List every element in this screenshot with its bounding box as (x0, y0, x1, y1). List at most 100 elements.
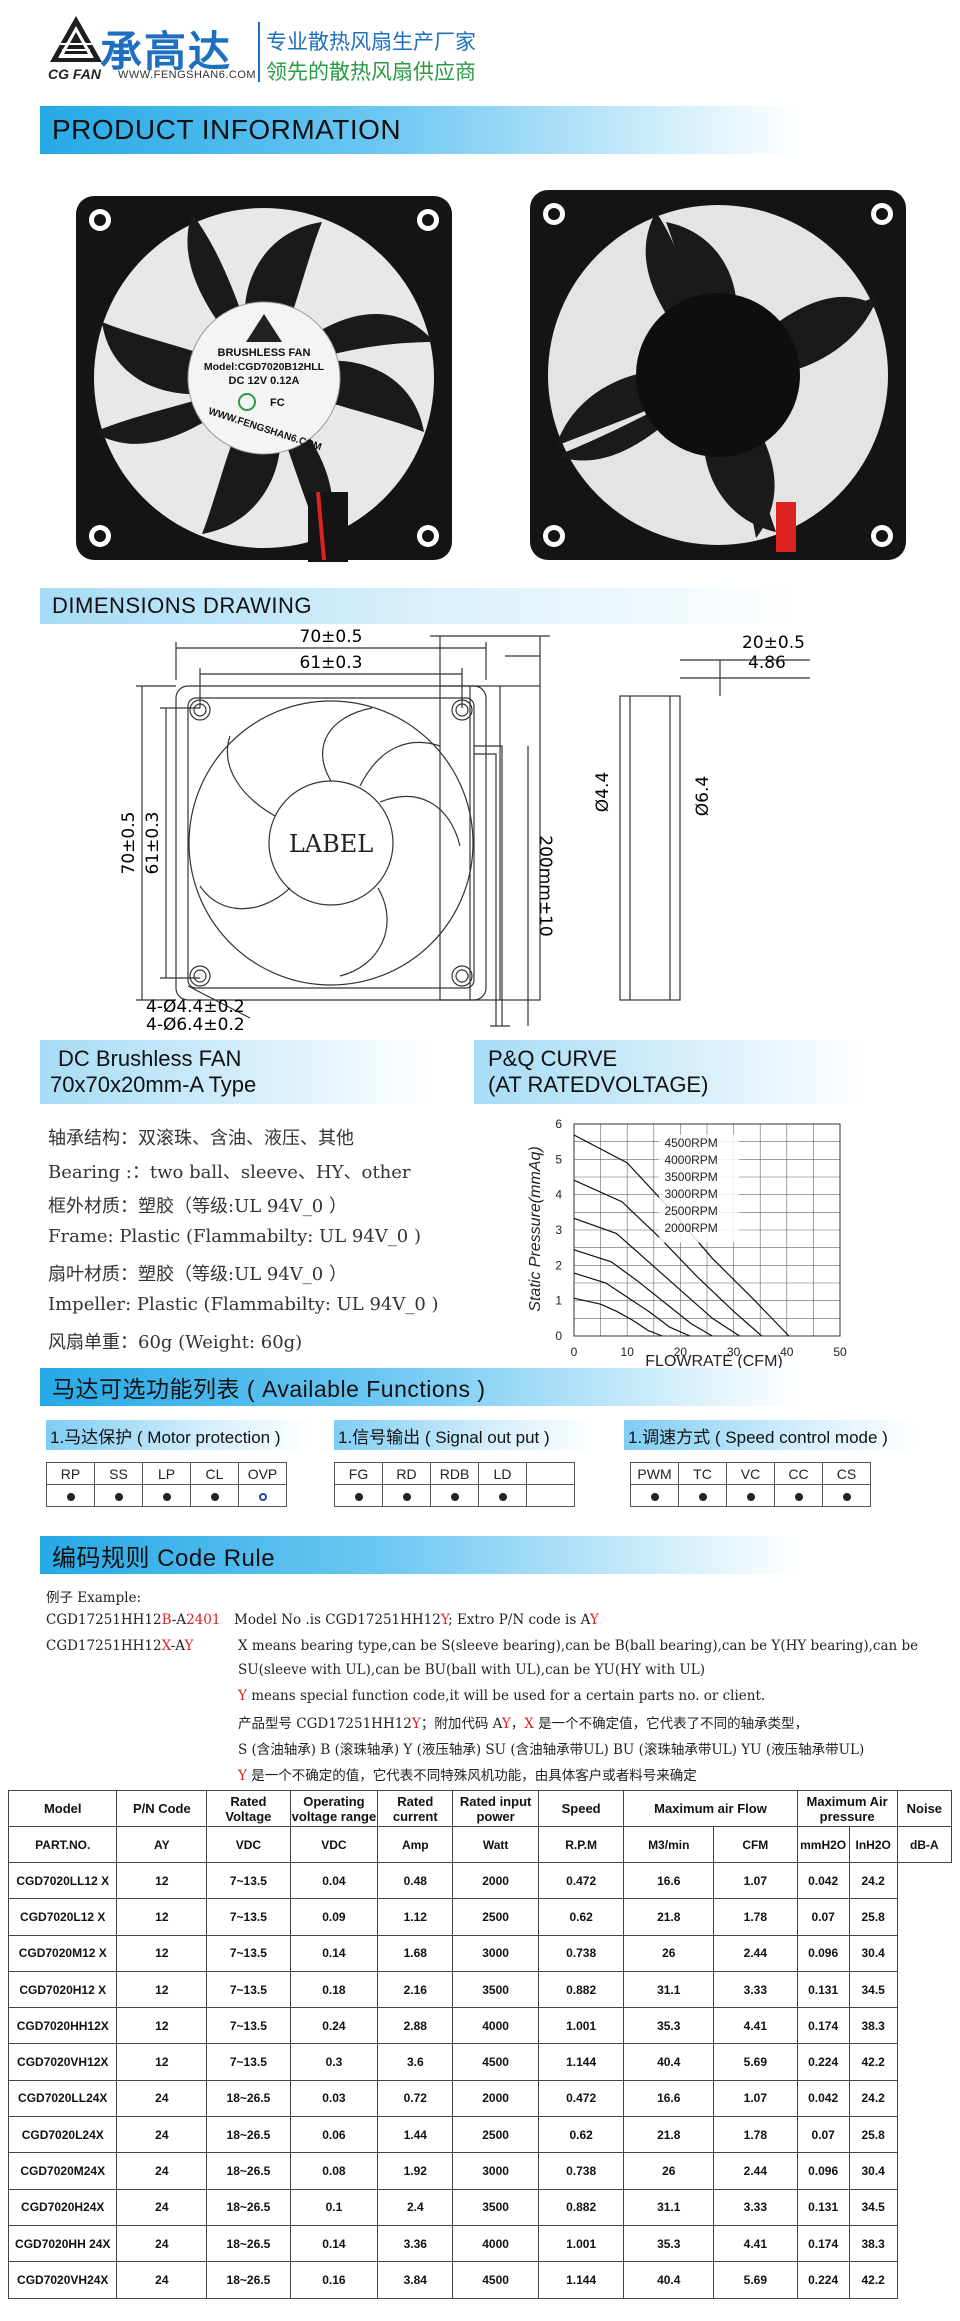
table-cell: 24 (116, 2116, 208, 2154)
table-cell: 3000 (452, 2152, 539, 2190)
table-cell: 7~13.5 (206, 1861, 291, 1900)
dim-width-outer: 70±0.5 (300, 627, 363, 647)
table-cell: 40.4 (623, 2261, 715, 2299)
table-cell: 3000 (452, 1934, 539, 1972)
fan-label-line3: DC 12V 0.12A (229, 375, 300, 387)
func-table-speed-control: PWM TC VC CC CS (630, 1462, 871, 1507)
pq-chart-series (573, 1134, 790, 1337)
pn-code-cell: AY (116, 1826, 208, 1863)
table-cell: 34.5 (848, 2188, 898, 2226)
func-label-motor-protection: 1.马达保护 ( Motor protection ) (46, 1420, 310, 1450)
table-cell: 2500 (452, 2116, 539, 2154)
func-dot (114, 1492, 123, 1501)
table-cell: 31.1 (623, 2188, 715, 2226)
func-col: LD (478, 1462, 527, 1485)
y-tick-label: 1 (555, 1294, 562, 1308)
pq-chart-xlabel: FLOWRATE (CFM) (645, 1353, 782, 1370)
spec-bearing-en: Bearing :：two ball、sleeve、HY、other (48, 1162, 411, 1183)
table-cell: 18~26.5 (206, 2261, 291, 2299)
table-cell: CGD7020M12 X (7, 1934, 118, 1972)
func-dot (698, 1492, 707, 1501)
table-cell: CGD7020H24X (7, 2188, 118, 2226)
table-cell: 0.882 (537, 2188, 625, 2226)
table-cell: 2.16 (377, 1970, 454, 2009)
sub-m3min: M3/min (623, 1826, 715, 1863)
table-cell: 31.1 (623, 1970, 715, 2009)
table-cell: CGD7020VH24X (7, 2261, 118, 2299)
table-cell: 1.78 (713, 1898, 798, 1936)
table-cell: 4000 (452, 2007, 539, 2045)
section-code-rule: 编码规则 Code Rule (40, 1536, 800, 1574)
table-cell: 12 (116, 1970, 208, 2009)
spec-weight: 风扇单重：60g (Weight: 60g) (48, 1332, 303, 1353)
table-cell: 2000 (452, 1861, 539, 1900)
y-tick-label: 3 (555, 1223, 562, 1237)
table-cell: 24.2 (848, 1861, 898, 1900)
table-cell: 0.18 (289, 1970, 379, 2009)
func-col: CL (190, 1462, 239, 1485)
legend-entry: 4000RPM (664, 1153, 717, 1167)
table-cell: 35.3 (623, 2007, 715, 2045)
spec-frame-cn: 框外材质：塑胶（等级:UL 94V_0 ） (48, 1196, 347, 1217)
sub-amp: Amp (377, 1826, 454, 1863)
code-example-2: CGD17251HH12X-AY (46, 1638, 194, 1654)
table-cell: 0.042 (796, 1861, 850, 1900)
func-col: CS (822, 1462, 871, 1485)
table-cell: 3.33 (713, 2188, 798, 2226)
dim-hole-2: 4-Ø6.4±0.2 (146, 1015, 245, 1035)
spec-bearing-cn: 轴承结构：双滚珠、含油、液压、其他 (48, 1128, 354, 1149)
pq-chart-legend: 4500RPM4000RPM3500RPM3000RPM2500RPM2000R… (659, 1134, 740, 1243)
x-tick-label: 10 (621, 1345, 635, 1359)
table-cell: 34.5 (848, 1970, 898, 2009)
fan-front-image: BRUSHLESS FAN Model:CGD7020B12HLL DC 12V… (76, 196, 452, 562)
brand-url[interactable]: WWW.FENGSHAN6.COM (118, 69, 257, 81)
series-line (573, 1249, 713, 1337)
table-cell: 0.48 (377, 1861, 454, 1900)
table-cell: 7~13.5 (206, 2043, 291, 2081)
table-cell: 0.738 (537, 2152, 625, 2190)
func-dot (794, 1492, 803, 1501)
table-cell: 35.3 (623, 2224, 715, 2263)
table-cell: 0.04 (289, 1861, 379, 1900)
table-cell: 0.03 (289, 2079, 379, 2118)
table-cell: 3.36 (377, 2224, 454, 2263)
table-cell: 0.07 (796, 1898, 850, 1936)
table-cell: 0.174 (796, 2224, 850, 2263)
table-cell: CGD7020L12 X (7, 1898, 118, 1936)
func-col: TC (678, 1462, 727, 1485)
dim-width-inner: 61±0.3 (300, 653, 363, 673)
series-line (573, 1272, 691, 1337)
table-cell: 2.44 (713, 1934, 798, 1972)
table-cell: 42.2 (848, 2043, 898, 2081)
func-dot (66, 1492, 75, 1501)
func-dot (650, 1492, 659, 1501)
sub-mmh2o: mmH2O (796, 1826, 850, 1863)
y-tick-label: 0 (555, 1329, 562, 1343)
table-cell: 2.4 (377, 2188, 454, 2226)
table-cell: 1.001 (537, 2224, 625, 2263)
func-col (526, 1462, 575, 1485)
spec-impeller-cn: 扇叶材质：塑胶（等级:UL 94V_0 ） (48, 1264, 347, 1285)
table-cell: CGD7020H12 X (7, 1970, 118, 2009)
table-cell: 4500 (452, 2043, 539, 2081)
table-cell: 18~26.5 (206, 2116, 291, 2154)
code-x-line-1: X means bearing type,can be S(sleeve bea… (238, 1638, 919, 1654)
table-cell: 0.08 (289, 2152, 379, 2190)
th-operating-voltage: Operating voltage range (289, 1790, 379, 1827)
table-cell: 18~26.5 (206, 2079, 291, 2118)
section-functions: 马达可选功能列表 ( Available Functions ) (40, 1368, 800, 1406)
fan-label-line1: BRUSHLESS FAN (218, 347, 311, 359)
legend-entry: 2000RPM (664, 1221, 717, 1235)
table-cell: 24 (116, 2224, 208, 2263)
sub-vdc: VDC (206, 1826, 291, 1863)
series-line (573, 1179, 763, 1337)
sub-cfm: CFM (713, 1826, 798, 1863)
y-tick-label: 4 (555, 1188, 562, 1202)
func-dot (842, 1492, 851, 1501)
table-cell: 24.2 (848, 2079, 898, 2118)
